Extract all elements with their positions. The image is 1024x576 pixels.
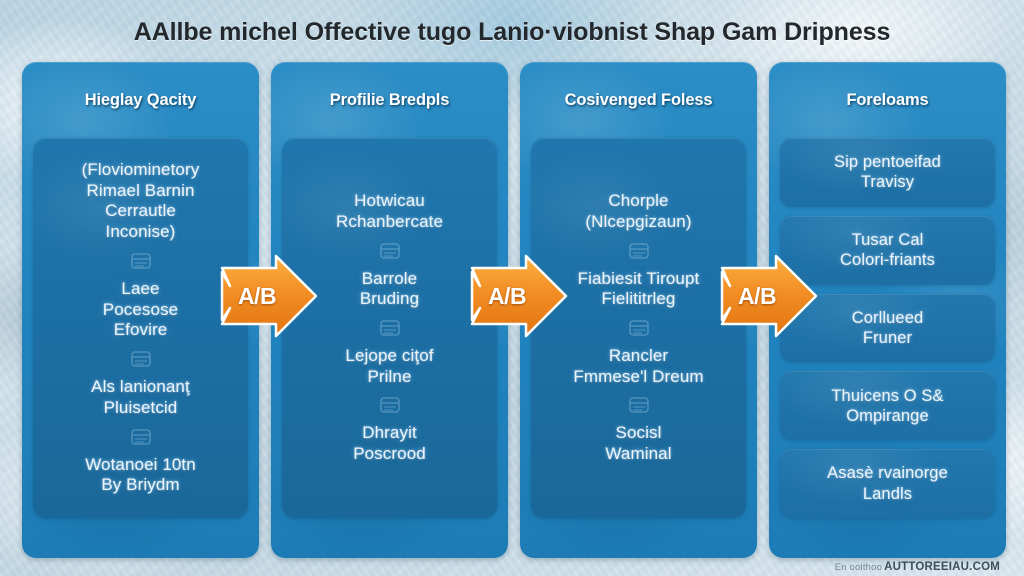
ab-arrow-3[interactable]: A/B: [716, 252, 820, 340]
list-item-line: Asasè rvainorge: [827, 464, 948, 483]
column-header-label: Cosivenged Foless: [564, 90, 713, 109]
list-item-line: Travisy: [860, 173, 915, 192]
list-item-line: Ompirange: [846, 406, 929, 425]
ab-arrow-1[interactable]: A/B: [216, 252, 320, 340]
list-item-line: Landls: [862, 484, 913, 503]
list-item-line: Socisl: [615, 423, 662, 443]
list-item-line: Rchanbercate: [335, 211, 444, 231]
list-item-line: Wotanoei 10tn: [85, 454, 196, 474]
right-arrow-icon: [220, 254, 318, 338]
column-header: Foreloams: [780, 62, 995, 138]
divider-glyph-icon: [128, 427, 154, 447]
list-item-line: Thuicens O S&: [831, 386, 944, 405]
ab-arrow-2[interactable]: A/B: [466, 252, 570, 340]
list-item: Chorple(Nlcepgizaun): [585, 185, 691, 238]
column-header: Cosivenged Foless: [531, 62, 746, 138]
list-item-line: Efovire: [113, 320, 168, 340]
list-item-line: (Nlcepgizaun): [585, 211, 692, 231]
column-header: Profilie Bredpls: [282, 62, 497, 138]
sub-panel[interactable]: Thuicens O S&Ompirange: [780, 371, 995, 440]
list-item-line: Prilne: [367, 366, 412, 386]
page-title: AAllbe michel Offective tugo Lanio·viobn…: [133, 17, 891, 46]
right-arrow-icon: [470, 254, 568, 338]
list-item-line: Fmmese'l Dreum: [573, 366, 704, 386]
list-item-line: Colori-friants: [840, 251, 935, 270]
list-item-line: By Briydm: [101, 475, 180, 495]
list-item-line: (Floviominetory: [81, 159, 200, 179]
list-item-line: Pocesose: [102, 299, 179, 319]
divider-glyph-icon: [626, 241, 652, 261]
divider-glyph-icon: [377, 241, 403, 261]
list-item-line: Bruding: [359, 289, 420, 309]
list-item-line: Laee: [121, 278, 160, 298]
list-item-line: Als lanionanţ: [91, 377, 190, 397]
divider-glyph-icon: [128, 349, 154, 369]
list-item: Thuicens O S&Ompirange: [831, 386, 943, 426]
list-item-line: Hotwicau: [354, 191, 425, 211]
list-item-line: Rancler: [608, 346, 669, 365]
list-item-line: Fiabiesit Tiroupt: [577, 268, 700, 288]
title-bar: AAllbe michel Offective tugo Lanio·viobn…: [0, 8, 1024, 56]
list-item-line: Corllueed: [851, 308, 924, 327]
list-item-line: Sip pentoeifad: [834, 153, 941, 172]
list-item-line: Cerrautle: [105, 201, 176, 221]
divider-glyph-icon: [377, 395, 403, 415]
list-item-line: Rimael Barnin: [86, 180, 195, 200]
column-header-label: Foreloams: [846, 90, 929, 109]
watermark-domain: AUTTOREEIAU.COM: [884, 561, 1000, 573]
list-item-line: Inconise): [105, 222, 176, 242]
list-item-line: Chorple: [608, 191, 669, 211]
divider-glyph-icon: [128, 251, 154, 271]
list-item-line: Fielititrleg: [601, 289, 676, 309]
column-header-label: Profilie Bredpls: [329, 90, 450, 109]
column-header-label: Hieglay Qacity: [84, 90, 197, 109]
list-item-line: Tusar Cal: [851, 231, 924, 250]
divider-glyph-icon: [626, 318, 652, 338]
divider-glyph-icon: [626, 395, 652, 415]
divider-glyph-icon: [377, 318, 403, 338]
list-item-line: Dhrayit: [362, 423, 417, 443]
column-header: Hieglay Qacity: [33, 62, 248, 138]
list-item-line: Fruner: [862, 328, 913, 347]
right-arrow-icon: [720, 254, 818, 338]
watermark-prefix: En oolthoo: [834, 562, 883, 573]
watermark: En oolthoo AUTTOREEIAU.COM: [835, 561, 1000, 573]
list-item-line: Poscrood: [353, 444, 426, 464]
list-item-line: Pluisetcid: [103, 397, 178, 417]
list-item-line: Waminal: [605, 444, 672, 464]
list-item-line: Lejope ciţof: [345, 346, 434, 365]
list-item-line: Barrole: [361, 268, 418, 288]
